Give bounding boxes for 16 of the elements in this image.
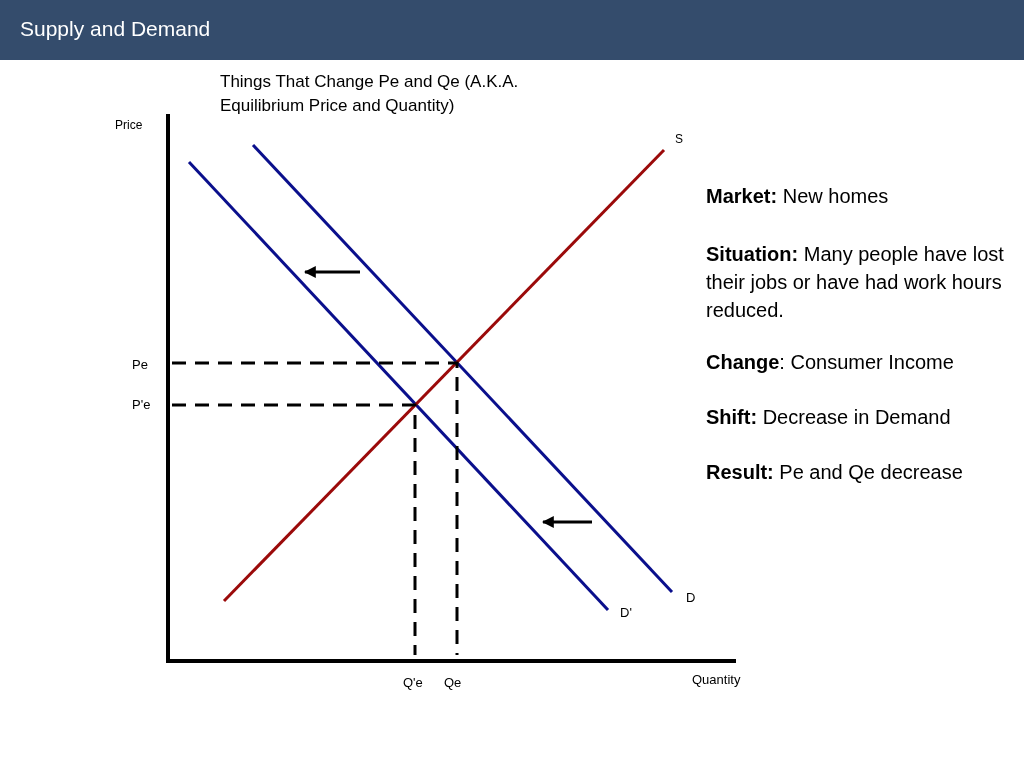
axis-tick-label: Q'e: [403, 675, 423, 690]
axis-label: Quantity: [692, 672, 741, 687]
info-text: Market: New homes: [706, 185, 889, 208]
info-text: Shift: Decrease in Demand: [706, 406, 951, 429]
curve-label: S: [675, 132, 683, 146]
curve-label: D': [620, 605, 632, 620]
curve-label: D: [686, 590, 696, 605]
axis-tick-label: Pe: [132, 357, 148, 372]
info-text: Situation: Many people have lost their jobs or have had work hours reduced.: [706, 242, 1005, 323]
axis-label: Price: [115, 118, 143, 132]
axis-tick-label: Qe: [444, 675, 462, 690]
info-text: Result: Pe and Qe decrease: [706, 461, 963, 484]
page-title: Supply and Demand: [20, 17, 211, 41]
info-text: Change: Consumer Income: [706, 351, 954, 374]
chart-title: Things That Change Pe and Qe (A.K.A. Equilibrium Price and Quantity): [220, 71, 520, 117]
axis-tick-label: P'e: [132, 397, 151, 412]
